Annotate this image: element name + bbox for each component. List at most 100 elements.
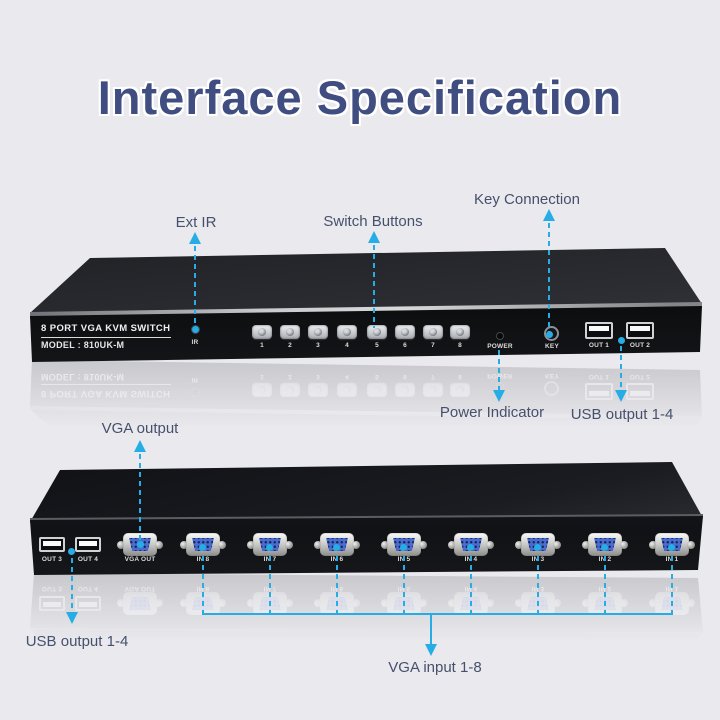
ir-label: IR [191,339,199,346]
switch-button-number: 4 [345,342,349,349]
callout-vga-input-line [403,556,405,614]
switch-button-number: 5 [375,342,379,349]
callout-vga-input-dot [199,544,206,551]
callout-key-connection-label: Key Connection [474,191,580,208]
vga-screw-icon [553,541,561,549]
switch-button-number: 1 [260,342,264,349]
callout-usb-rear-dot [68,548,75,555]
vga-screw-icon [582,541,590,549]
usb-port-label: OUT 3 [41,556,63,563]
usb-port-label: OUT 4 [77,556,99,563]
vga-screw-icon [687,541,695,549]
callout-vga-input-line [537,556,539,614]
vga-screw-icon [117,541,125,549]
callout-vga-input-dot [467,544,474,551]
callout-usb-output-rear-label: USB output 1-4 [25,633,129,650]
arrow-up-icon [189,232,201,244]
callout-ext-ir-line [194,246,196,326]
usb-port-label: OUT 1 [588,342,610,349]
callout-vga-input-dot [266,544,273,551]
switch-button [252,325,272,339]
arrow-up-icon [543,209,555,221]
callout-ext-ir-label: Ext IR [175,214,217,231]
switch-button-number: 3 [316,342,320,349]
callout-vga-output-dot [137,541,144,548]
callout-vga-input-dot [400,544,407,551]
callout-switch-buttons-label: Switch Buttons [323,213,423,230]
callout-vga-input-line [470,556,472,614]
callout-vga-input-line [202,556,204,614]
callout-vga-input-bracket [202,613,673,615]
front-device: 8 PORT VGA KVM SWITCH MODEL : 810UK-M IR… [28,244,704,366]
switch-button-number: 8 [458,342,462,349]
rear-top-face [30,462,703,522]
switch-button-number: 2 [288,342,292,349]
switch-button [395,325,415,339]
arrow-down-icon [66,612,78,624]
vga-out-label: VGA OUT [124,556,156,563]
callout-vga-output-label: VGA output [101,420,179,437]
usb-port [39,537,65,552]
arrow-up-icon [134,440,146,452]
page-title: Interface Specification [97,71,623,124]
callout-vga-output-line [139,454,141,542]
vga-screw-icon [419,541,427,549]
vga-screw-icon [285,541,293,549]
callout-usb-output-front-label: USB output 1-4 [570,406,674,423]
usb-port-label: OUT 2 [629,342,651,349]
switch-button [367,325,387,339]
callout-switch-buttons-line [373,245,375,328]
vga-screw-icon [620,541,628,549]
callout-vga-input-line [604,556,606,614]
vga-screw-icon [486,541,494,549]
usb-port [75,537,101,552]
callout-key-connection-dot [546,331,553,338]
switch-button [337,325,357,339]
callout-power-indicator-label: Power Indicator [439,404,545,421]
arrow-down-icon [493,390,505,402]
vga-screw-icon [381,541,389,549]
callout-power-line [498,350,500,391]
vga-screw-icon [352,541,360,549]
callout-usb-front-dot [618,337,625,344]
vga-in-port [649,532,695,558]
arrow-down-icon [615,390,627,402]
vga-screw-icon [649,541,657,549]
vga-screw-icon [515,541,523,549]
power-led [497,333,503,339]
callout-vga-input-line [269,556,271,614]
vga-screw-icon [448,541,456,549]
arrow-up-icon [368,231,380,243]
power-label: POWER [487,343,513,350]
usb-port [626,322,654,339]
vga-screw-icon [314,541,322,549]
product-name: 8 PORT VGA KVM SWITCH [41,323,171,334]
callout-vga-input-stem [430,615,432,644]
key-label: KEY [545,343,559,350]
product-name-underline [41,337,171,338]
callout-vga-input-dot [333,544,340,551]
switch-button [280,325,300,339]
callout-ext-ir-dot [192,326,199,333]
switch-button [423,325,443,339]
model-number: MODEL : 810UK-M [41,340,125,350]
switch-button-number: 6 [403,342,407,349]
callout-vga-input-line [336,556,338,614]
switch-button [308,325,328,339]
callout-vga-input-label: VGA input 1-8 [388,659,482,676]
usb-port [585,322,613,339]
callout-vga-input-dot [534,544,541,551]
vga-screw-icon [218,541,226,549]
vga-screw-icon [180,541,188,549]
vga-screw-icon [155,541,163,549]
callout-vga-input-line [671,556,673,614]
callout-key-connection-line [548,223,550,333]
callout-vga-input-dot [601,544,608,551]
callout-vga-input-dot [668,544,675,551]
front-top-face [30,248,702,313]
callout-usb-rear-line [71,558,73,613]
arrow-down-icon [425,644,437,656]
vga-screw-icon [247,541,255,549]
switch-button [450,325,470,339]
